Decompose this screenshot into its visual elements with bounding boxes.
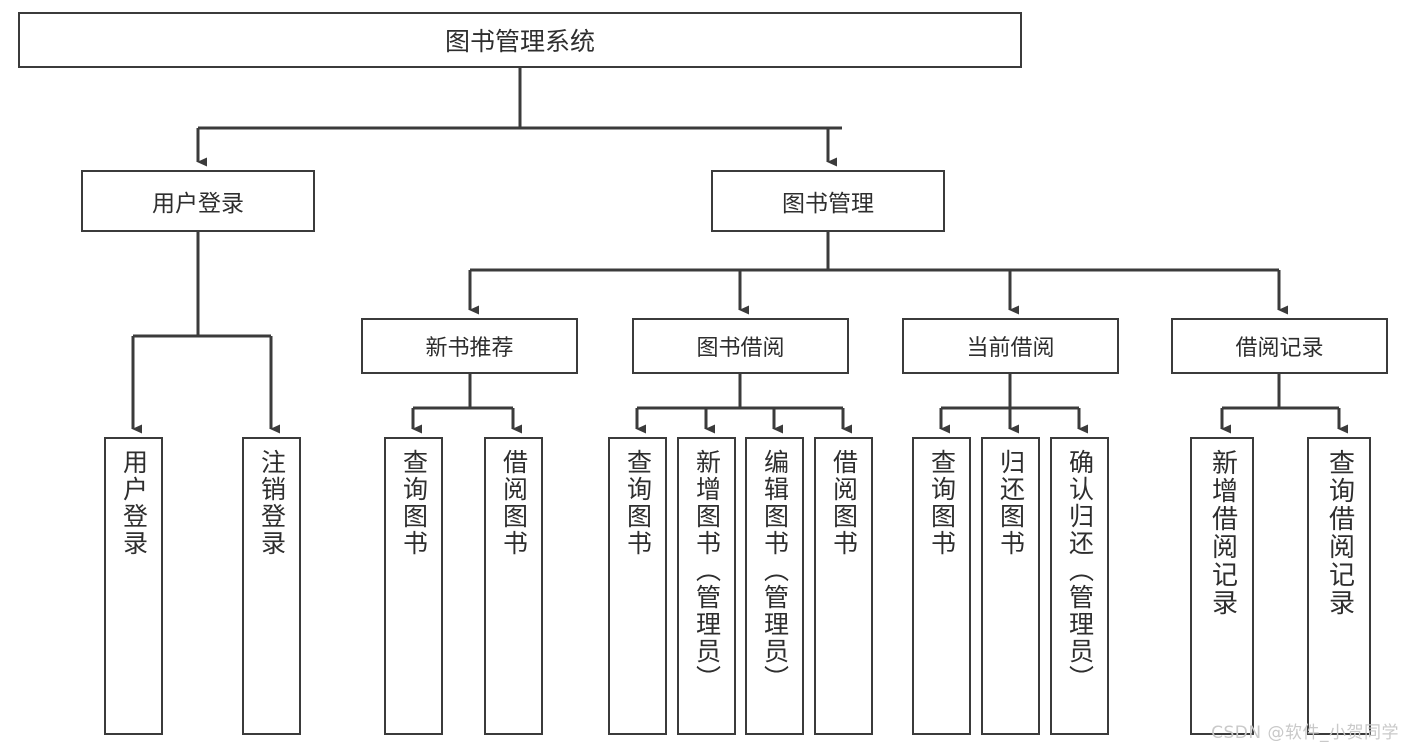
leaf-book-borrow-edit-label: 编辑图书（管理员） — [760, 449, 790, 692]
leaf-borrow-record-add[interactable]: 新增借阅记录 — [1190, 437, 1254, 735]
leaf-current-borrow-query[interactable]: 查询图书 — [912, 437, 971, 735]
leaf-borrow-record-query-label: 查询借阅记录 — [1324, 449, 1355, 617]
leaf-book-borrow-add-label: 新增图书（管理员） — [692, 449, 722, 692]
leaf-new-book-borrow-label: 借阅图书 — [499, 449, 529, 557]
leaf-new-book-borrow[interactable]: 借阅图书 — [484, 437, 543, 735]
node-book-management[interactable]: 图书管理 — [711, 170, 945, 232]
leaf-book-borrow-query-label: 查询图书 — [623, 449, 653, 557]
leaf-borrow-record-add-label: 新增借阅记录 — [1207, 449, 1238, 617]
leaf-user-login-signout[interactable]: 注销登录 — [242, 437, 301, 735]
leaf-book-borrow-borrow-label: 借阅图书 — [829, 449, 859, 557]
node-borrow-record-label: 借阅记录 — [1235, 336, 1324, 361]
node-borrow-record[interactable]: 借阅记录 — [1171, 318, 1388, 374]
leaf-book-borrow-query[interactable]: 查询图书 — [608, 437, 667, 735]
leaf-book-borrow-borrow[interactable]: 借阅图书 — [814, 437, 873, 735]
node-book-borrow[interactable]: 图书借阅 — [632, 318, 849, 374]
node-current-borrow[interactable]: 当前借阅 — [902, 318, 1119, 374]
leaf-new-book-query-label: 查询图书 — [399, 449, 429, 557]
node-book-borrow-label: 图书借阅 — [696, 336, 785, 361]
leaf-borrow-record-query[interactable]: 查询借阅记录 — [1307, 437, 1371, 735]
leaf-book-borrow-edit[interactable]: 编辑图书（管理员） — [745, 437, 804, 735]
node-new-book-recommend[interactable]: 新书推荐 — [361, 318, 578, 374]
node-book-management-label: 图书管理 — [782, 191, 874, 217]
leaf-user-login-signin-label: 用户登录 — [119, 449, 149, 557]
leaf-book-borrow-add[interactable]: 新增图书（管理员） — [677, 437, 736, 735]
leaf-current-borrow-confirm-return-label: 确认归还（管理员） — [1065, 449, 1095, 692]
csdn-watermark: CSDN @软件_小贺同学 — [1211, 723, 1399, 743]
leaf-current-borrow-query-label: 查询图书 — [927, 449, 957, 557]
leaf-user-login-signout-label: 注销登录 — [257, 449, 287, 557]
leaf-current-borrow-confirm-return[interactable]: 确认归还（管理员） — [1050, 437, 1109, 735]
node-root[interactable]: 图书管理系统 — [18, 12, 1022, 68]
node-user-login[interactable]: 用户登录 — [81, 170, 315, 232]
node-current-borrow-label: 当前借阅 — [966, 336, 1055, 361]
leaf-current-borrow-return[interactable]: 归还图书 — [981, 437, 1040, 735]
leaf-current-borrow-return-label: 归还图书 — [996, 449, 1026, 557]
node-new-book-recommend-label: 新书推荐 — [425, 336, 514, 361]
leaf-new-book-query[interactable]: 查询图书 — [384, 437, 443, 735]
leaf-user-login-signin[interactable]: 用户登录 — [104, 437, 163, 735]
node-user-login-label: 用户登录 — [152, 191, 244, 217]
node-root-label: 图书管理系统 — [444, 27, 595, 56]
